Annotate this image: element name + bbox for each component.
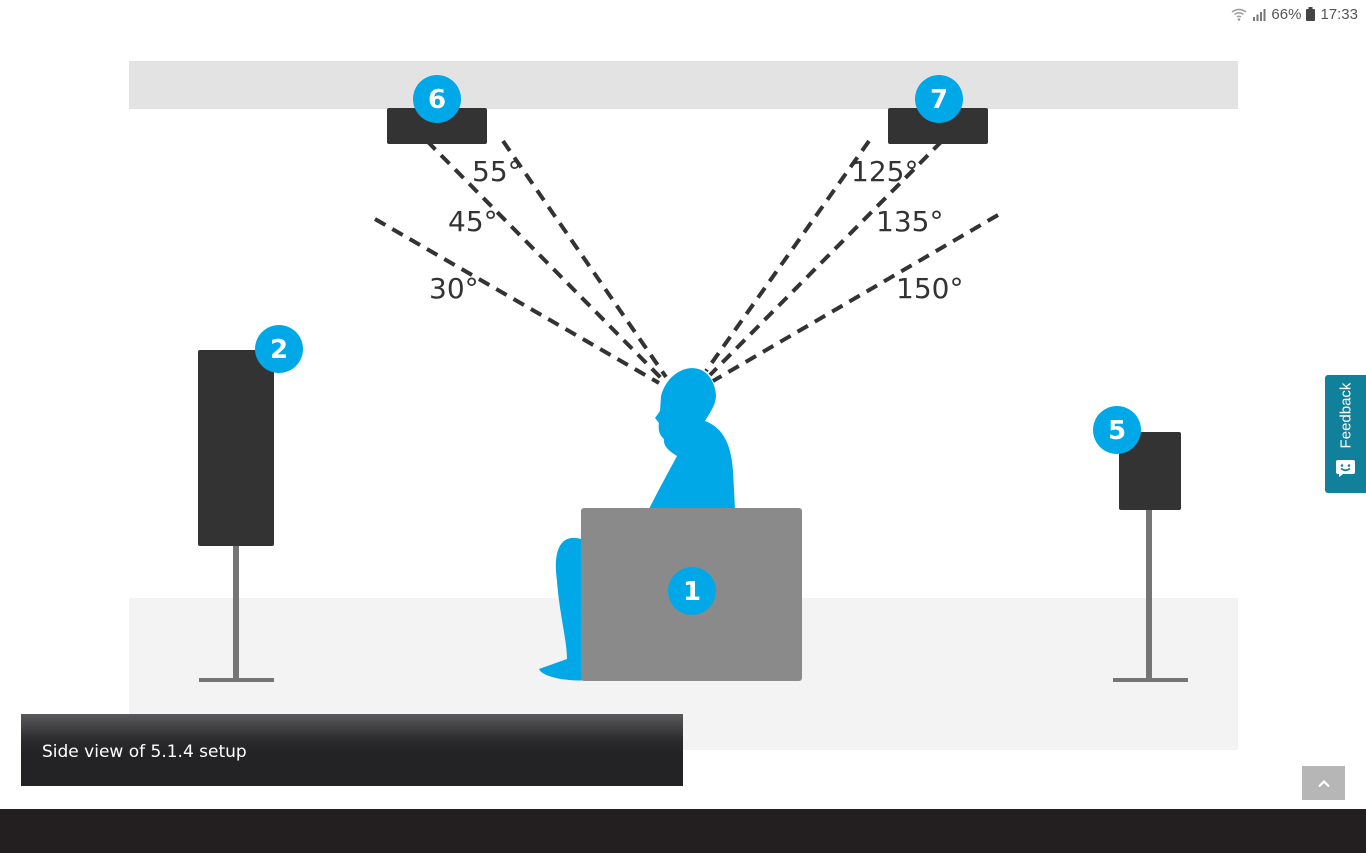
svg-text:5: 5 <box>1108 416 1126 446</box>
svg-text:6: 6 <box>428 85 446 115</box>
wifi-icon <box>1232 8 1247 21</box>
setup-diagram-svg: 55° 45° 30° 125° 135° 150° 6 <box>129 61 1238 750</box>
angle-label-135: 135° <box>876 205 943 238</box>
angle-line-55 <box>501 139 668 379</box>
feedback-label-wrap: Feedback <box>1331 377 1360 453</box>
badge-1: 1 <box>668 567 716 615</box>
angle-line-135 <box>708 139 944 377</box>
battery-icon <box>1306 7 1316 21</box>
battery-percent: 66% <box>1271 5 1302 23</box>
smiley-chat-icon <box>1336 460 1355 477</box>
speaker-6-body <box>387 108 487 144</box>
badge-7: 7 <box>915 75 963 123</box>
angle-label-55: 55° <box>472 155 522 188</box>
angle-line-45 <box>425 139 664 381</box>
badge-2: 2 <box>255 325 303 373</box>
angle-label-45: 45° <box>448 205 498 238</box>
svg-text:2: 2 <box>270 335 288 365</box>
angle-lines <box>373 139 1000 385</box>
angle-label-30: 30° <box>429 272 479 305</box>
clock: 17:33 <box>1320 5 1358 23</box>
speaker-2 <box>198 350 274 682</box>
feedback-label: Feedback <box>1337 382 1354 448</box>
angle-label-150: 150° <box>896 272 963 305</box>
speaker-7-body <box>888 108 988 144</box>
svg-text:1: 1 <box>683 577 701 607</box>
speaker-5 <box>1113 432 1188 682</box>
ceiling-band <box>129 61 1238 109</box>
status-bar: 66% 17:33 <box>1231 0 1358 28</box>
feedback-tab[interactable]: Feedback <box>1325 375 1366 493</box>
angle-label-125: 125° <box>851 155 918 188</box>
bottom-bar <box>0 809 1366 853</box>
angle-line-150 <box>711 213 1000 383</box>
chevron-up-icon <box>1317 779 1330 787</box>
angle-line-125 <box>704 139 871 373</box>
svg-text:7: 7 <box>930 85 948 115</box>
angle-line-30 <box>373 217 661 385</box>
badge-5: 5 <box>1093 406 1141 454</box>
caption-text: Side view of 5.1.4 setup <box>42 741 247 762</box>
badge-6: 6 <box>413 75 461 123</box>
setup-diagram: 55° 45° 30° 125° 135° 150° 6 <box>129 61 1238 750</box>
scroll-to-top-button[interactable] <box>1302 766 1345 800</box>
signal-icon <box>1253 8 1266 21</box>
image-caption: Side view of 5.1.4 setup <box>21 714 683 786</box>
